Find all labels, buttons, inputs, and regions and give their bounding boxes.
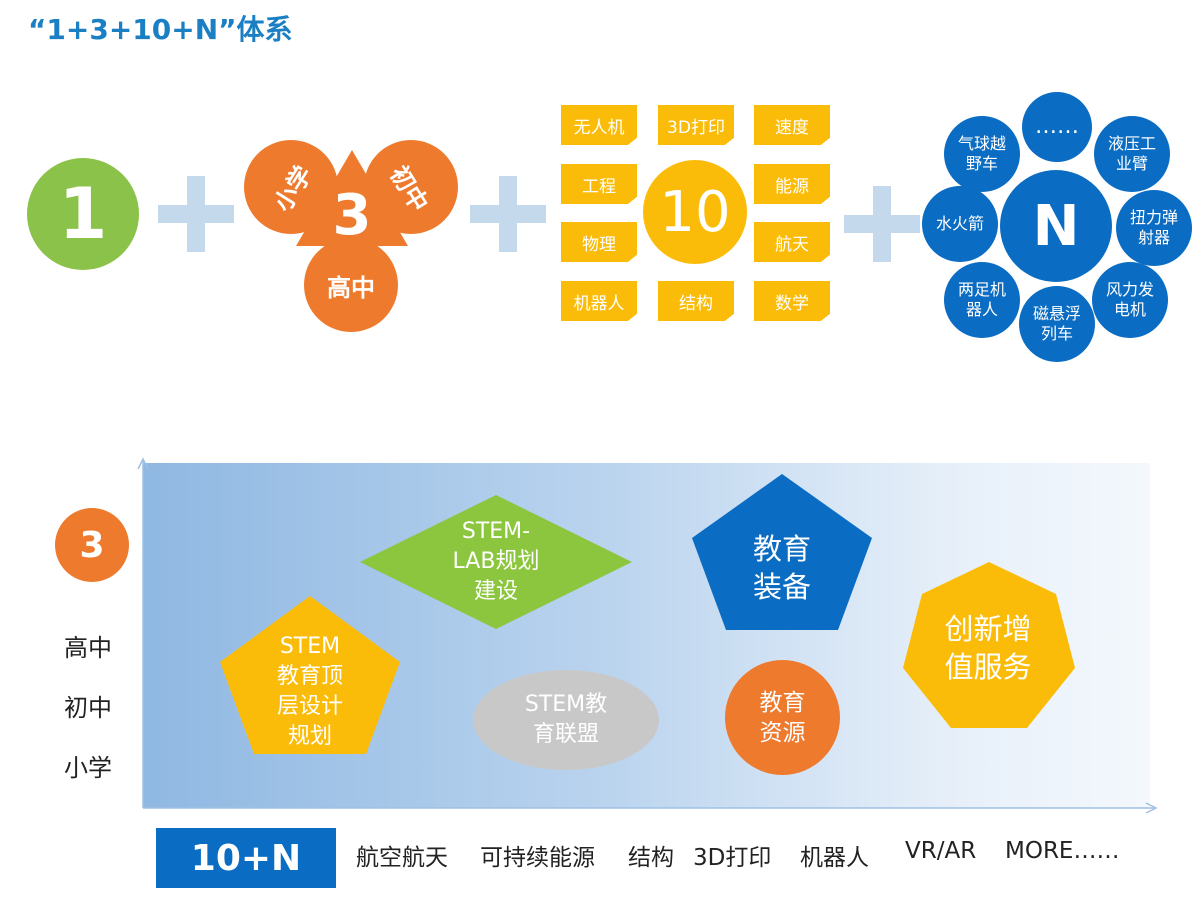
level-primary: 小学 (64, 754, 112, 782)
page-title: “1+3+10+N”体系 (28, 13, 293, 46)
topic-sustainable-energy: 可持续能源 (480, 845, 595, 871)
tag-speed: 速度 (754, 105, 830, 145)
topic-vr-ar: VR/AR (905, 838, 977, 864)
topic-aerospace: 航空航天 (356, 845, 448, 871)
bubble-wind-generator: 风力发 电机 (1092, 262, 1168, 338)
resources-circle: 教育 资源 (725, 660, 840, 775)
topic-structure: 结构 (628, 845, 674, 871)
bubble-maglev: 磁悬浮 列车 (1019, 286, 1095, 362)
alliance-ellipse: STEM教 育联盟 (473, 670, 659, 770)
ten-n-label: 10+N (190, 837, 302, 879)
topic-more: MORE…… (1005, 838, 1120, 864)
high-label: 高中 (327, 273, 375, 302)
bubble-torsion-launcher: 扭力弹 射器 (1116, 190, 1192, 266)
high-circle: 高中 (304, 238, 398, 332)
tag-engineering: 工程 (561, 164, 637, 204)
tag-drone: 无人机 (561, 105, 637, 145)
axis-marker-three: 3 (55, 508, 129, 582)
tag-structure: 结构 (658, 281, 734, 321)
topic-robot: 机器人 (800, 845, 869, 871)
n-circle: N (1000, 170, 1112, 282)
equipment-pentagon (692, 474, 872, 630)
tag-aerospace: 航天 (754, 222, 830, 262)
top-design-pentagon (220, 596, 400, 754)
circle-one-label: 1 (58, 173, 108, 255)
ten-n-box: 10+N (156, 828, 336, 888)
value-service-heptagon (903, 562, 1075, 728)
ten-label: 10 (659, 179, 731, 245)
three-center-label: 3 (332, 182, 372, 248)
axes (137, 457, 1158, 814)
tag-robot: 机器人 (561, 281, 637, 321)
level-high: 高中 (64, 634, 112, 662)
resources-label: 教育 资源 (759, 689, 806, 746)
bubble-more: …… (1022, 92, 1092, 162)
stem-lab-label: STEM- LAB规划 建设 (452, 519, 540, 604)
bubble-balloon-car: 气球越 野车 (944, 116, 1020, 192)
equipment-label: 教育 装备 (752, 532, 811, 604)
tag-3d-print: 3D打印 (658, 105, 734, 145)
topic-3d-print: 3D打印 (693, 845, 772, 871)
three-triangle (296, 150, 408, 246)
circle-one: 1 (27, 158, 139, 270)
bubble-hydraulic-arm: 液压工 业臂 (1094, 116, 1170, 192)
top-design-label: STEM 教育顶 层设计 规划 (276, 634, 343, 749)
ten-circle: 10 (643, 160, 747, 264)
level-middle: 初中 (64, 694, 112, 722)
alliance-label: STEM教 育联盟 (524, 692, 608, 747)
bubble-water-rocket: 水火箭 (922, 186, 998, 262)
tag-energy: 能源 (754, 164, 830, 204)
bubble-biped-robot: 两足机 器人 (944, 262, 1020, 338)
tag-math: 数学 (754, 281, 830, 321)
stem-lab-diamond (360, 495, 632, 629)
tag-physics: 物理 (561, 222, 637, 262)
value-service-label: 创新增 值服务 (944, 612, 1032, 684)
n-label: N (1032, 193, 1080, 259)
